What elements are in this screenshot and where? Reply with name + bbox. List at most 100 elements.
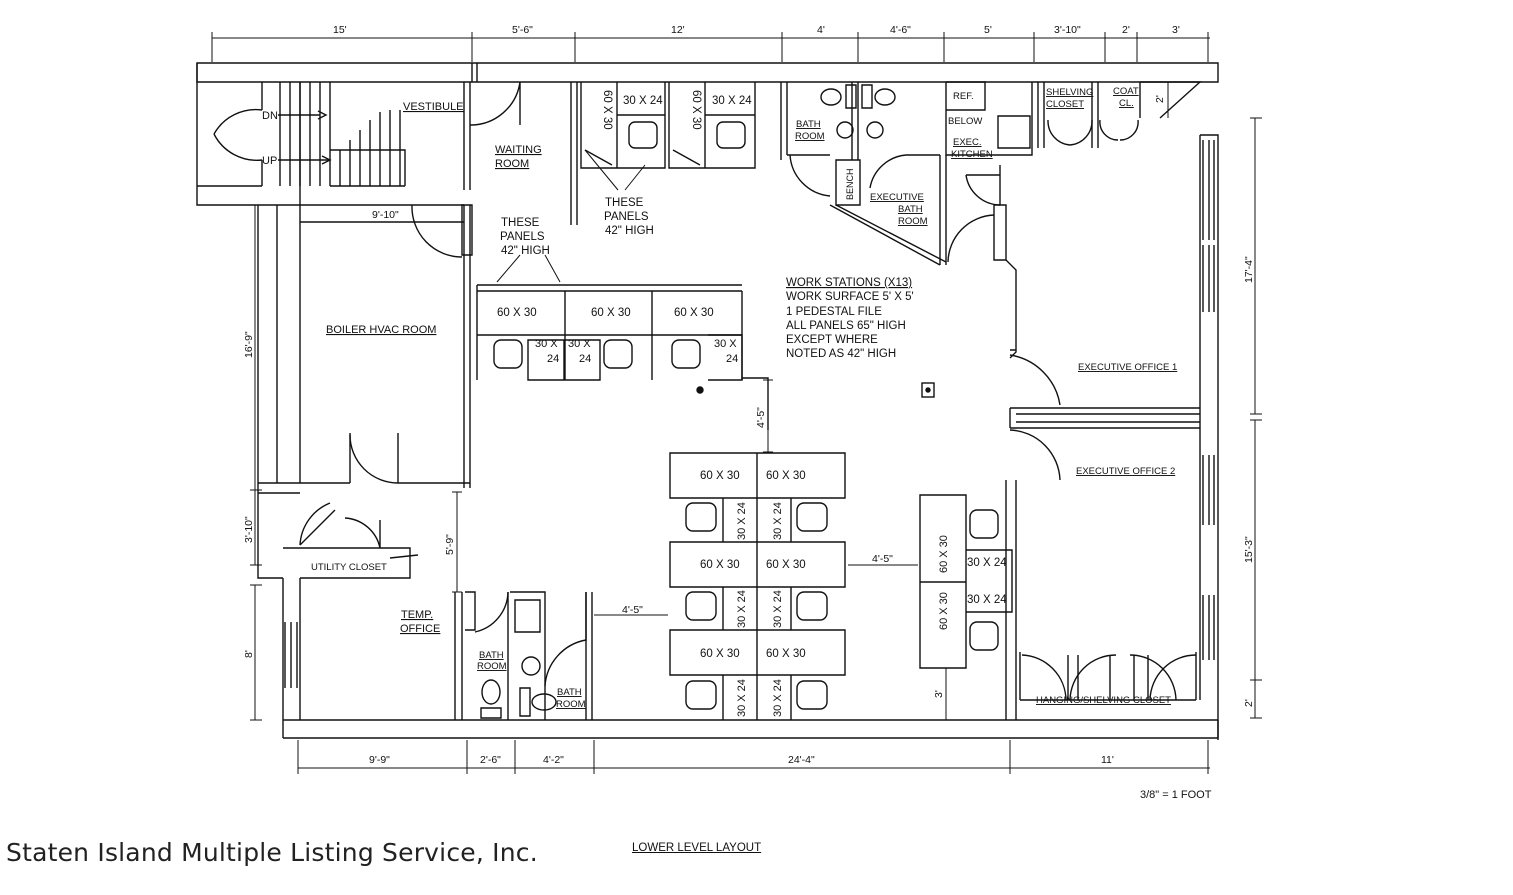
desk-label: 30 X bbox=[568, 338, 591, 350]
desk-label: 60 X 30 bbox=[601, 90, 613, 130]
right-workstations bbox=[919, 494, 1013, 669]
dimension-labels: 15' 5'-6" 12' 4' 4'-6" 5' 3'-10" 2' 3' 9… bbox=[243, 24, 1255, 766]
bench-label: BENCH bbox=[845, 168, 855, 200]
panels-note-b-2: PANELS bbox=[604, 211, 649, 223]
room-labels: VESTIBULE WAITING ROOM BOILER HVAC ROOM … bbox=[262, 86, 1177, 710]
panels-note-b-3: 42" HIGH bbox=[605, 225, 654, 237]
dim-inner: 4'-5" bbox=[622, 604, 643, 616]
entry-doors bbox=[196, 82, 263, 186]
bath-left-label-1: BATH bbox=[479, 650, 504, 661]
desk-label: 30 X 24 bbox=[772, 502, 784, 540]
shelving-label-1: SHELVING bbox=[1046, 87, 1093, 98]
temp-office-label-1: TEMP. bbox=[401, 609, 433, 621]
desk-label: 24 bbox=[547, 353, 559, 365]
desk-label: 60 X 30 bbox=[766, 470, 806, 482]
ws-note-3: 1 PEDESTAL FILE bbox=[786, 306, 882, 318]
dim-top: 3' bbox=[1172, 24, 1180, 36]
waiting-label-1: WAITING bbox=[495, 144, 542, 156]
dim-inner: 9'-10" bbox=[372, 209, 399, 221]
desk-label: 60 X 30 bbox=[938, 535, 950, 573]
desk-label: 60 X 30 bbox=[766, 648, 806, 660]
waiting-label-2: ROOM bbox=[495, 158, 529, 170]
dimension-lines bbox=[211, 32, 1262, 774]
dim-top: 3'-10" bbox=[1054, 24, 1081, 36]
bath-right-label-1: BATH bbox=[557, 687, 582, 698]
dim-top: 5'-6" bbox=[512, 24, 533, 36]
bath-top-label-2: ROOM bbox=[795, 131, 825, 142]
ref-label: REF. bbox=[953, 91, 974, 102]
waiting-panels bbox=[476, 82, 743, 380]
desk-label: 30 X 24 bbox=[772, 679, 784, 717]
top-workstations bbox=[580, 82, 756, 169]
bathroom-walls bbox=[454, 591, 593, 720]
plan-caption: LOWER LEVEL LAYOUT bbox=[632, 842, 762, 854]
panels-note-a-1: THESE bbox=[501, 217, 540, 229]
dim-left: 5'-9" bbox=[444, 534, 456, 555]
boiler-room-walls bbox=[257, 433, 470, 579]
shelving-label-2: CLOSET bbox=[1046, 99, 1084, 110]
watermark: Staten Island Multiple Listing Service, … bbox=[6, 838, 538, 867]
ws-note-1: WORK STATIONS (X13) bbox=[786, 277, 912, 289]
kitchen-label-2: KITCHEN bbox=[951, 149, 993, 160]
dim-right: 2' bbox=[1243, 699, 1255, 707]
dim-top: 4'-6" bbox=[890, 24, 911, 36]
dim-top: 12' bbox=[671, 24, 685, 36]
desk-label: 60 X 30 bbox=[766, 559, 806, 571]
desk-label: 30 X 24 bbox=[736, 590, 748, 628]
desk-label: 30 X 24 bbox=[967, 594, 1007, 606]
dim-top: 5' bbox=[984, 24, 992, 36]
stairs-down-label: DN bbox=[262, 110, 278, 122]
dim-top: 4' bbox=[817, 24, 825, 36]
dim-inner: 2' bbox=[1154, 95, 1166, 103]
utility-label: UTILITY CLOSET bbox=[311, 562, 387, 573]
kitchen-label-1: EXEC. bbox=[953, 137, 982, 148]
desk-label: 30 X 24 bbox=[967, 557, 1007, 569]
dim-bottom: 11' bbox=[1101, 754, 1114, 766]
desk-label: 30 X 24 bbox=[736, 502, 748, 540]
exec-office-1-label: EXECUTIVE OFFICE 1 bbox=[1078, 362, 1177, 373]
desk-label: 60 X 30 bbox=[591, 307, 631, 319]
dim-bottom: 2'-6" bbox=[480, 754, 501, 766]
temp-office-label-2: OFFICE bbox=[400, 623, 440, 635]
below-label: BELOW bbox=[948, 116, 982, 127]
executive-office-walls bbox=[1005, 259, 1200, 720]
bath-right-label-2: ROOM bbox=[556, 699, 586, 710]
dim-bottom: 24'-4" bbox=[788, 754, 815, 766]
desk-label: 60 X 30 bbox=[497, 307, 537, 319]
dim-inner: 3' bbox=[933, 690, 945, 698]
vestibule-label: VESTIBULE bbox=[403, 101, 464, 113]
boiler-label: BOILER HVAC ROOM bbox=[326, 324, 436, 336]
exec-bath-label-3: ROOM bbox=[898, 216, 928, 227]
bath-top-label-1: BATH bbox=[796, 119, 821, 130]
dim-left: 3'-10" bbox=[243, 516, 255, 543]
dim-right: 15'-3" bbox=[1243, 536, 1255, 563]
dim-top: 2' bbox=[1122, 24, 1130, 36]
kitchen-walls bbox=[945, 81, 1141, 263]
ws-note-5: EXCEPT WHERE bbox=[786, 334, 878, 346]
dim-bottom: 4'-2" bbox=[543, 754, 564, 766]
callout-leaders bbox=[496, 149, 646, 283]
exec-bath-label-1: EXECUTIVE bbox=[870, 192, 924, 203]
exec-bath-label-2: BATH bbox=[898, 204, 923, 215]
bath-left-label-2: ROOM bbox=[477, 661, 507, 672]
dim-right: 17'-4" bbox=[1243, 256, 1255, 283]
desk-labels: 60 X 30 60 X 30 60 X 30 30 X 30 X 30 X 2… bbox=[497, 90, 1007, 717]
stairs bbox=[278, 82, 406, 205]
coat-label-1: COAT bbox=[1113, 86, 1139, 97]
desk-label: 60 X 30 bbox=[674, 307, 714, 319]
dim-inner: 4'-5" bbox=[755, 407, 767, 428]
dim-inner: 4'-5" bbox=[872, 553, 893, 565]
exec-bath-walls bbox=[780, 82, 947, 266]
central-workstations bbox=[669, 452, 846, 720]
scale-note: 3/8" = 1 FOOT bbox=[1140, 789, 1212, 801]
ws-note-4: ALL PANELS 65" HIGH bbox=[786, 320, 906, 332]
ws-note-2: WORK SURFACE 5' X 5' bbox=[786, 291, 914, 303]
dim-top: 15' bbox=[333, 24, 347, 36]
dim-left: 8' bbox=[243, 650, 255, 658]
panels-note-b-1: THESE bbox=[605, 197, 644, 209]
hanging-closet-label: HANGING/SHELVING CLOSET bbox=[1036, 695, 1171, 706]
desk-label: 60 X 30 bbox=[700, 648, 740, 660]
desk-label: 30 X 24 bbox=[736, 679, 748, 717]
desk-label: 60 X 30 bbox=[700, 559, 740, 571]
